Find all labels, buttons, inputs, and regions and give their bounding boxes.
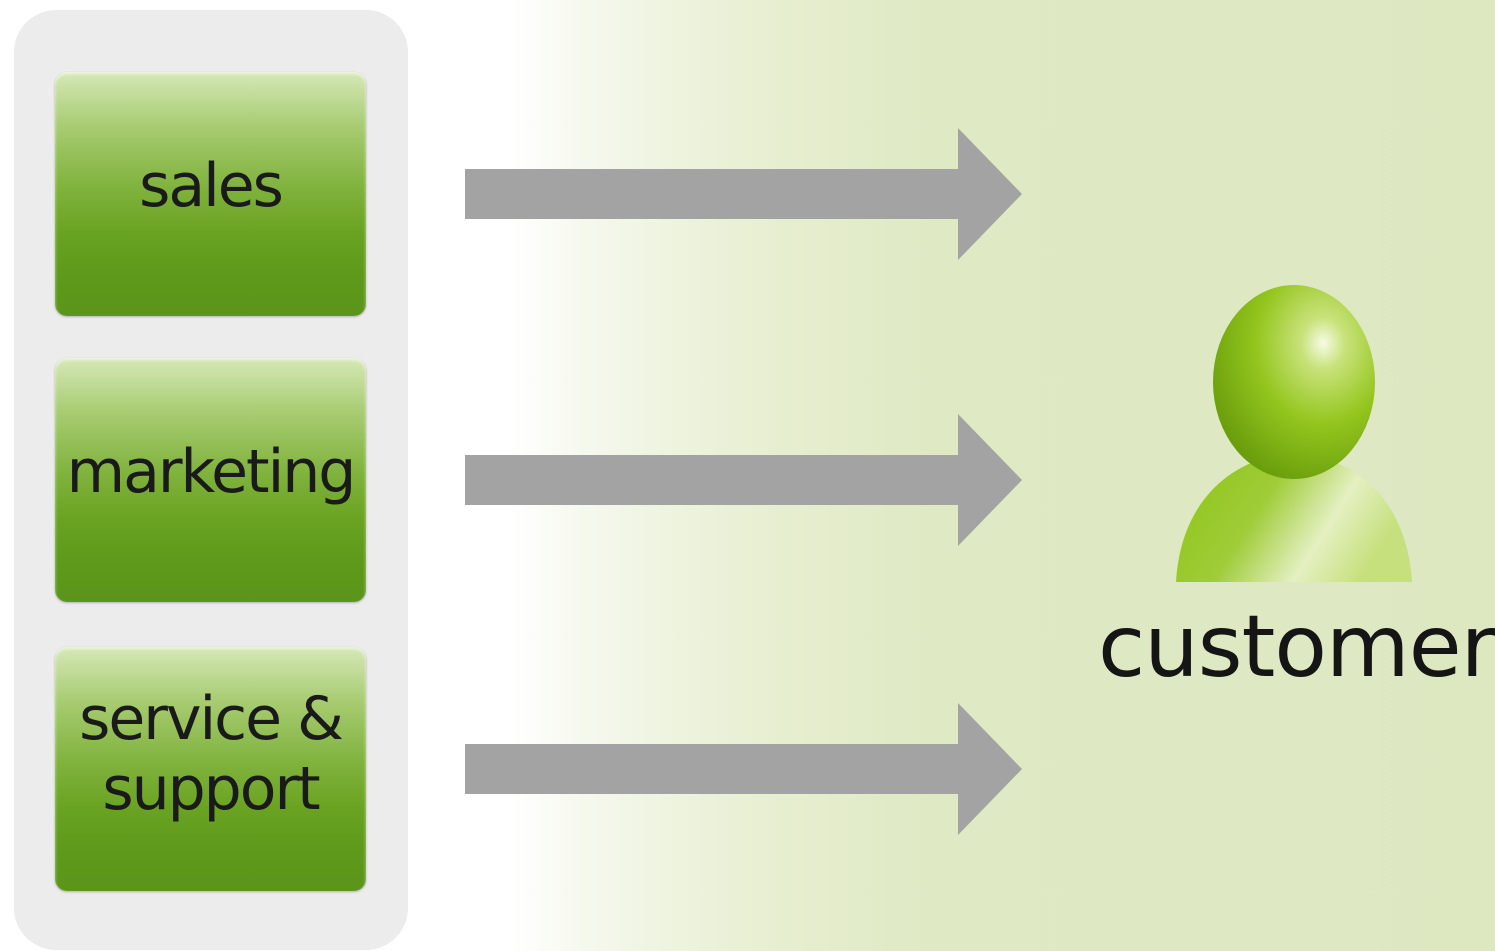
department-label-sales: sales xyxy=(139,151,284,221)
department-box-marketing: marketing xyxy=(55,358,366,602)
person-icon xyxy=(1176,285,1412,582)
department-box-sales: sales xyxy=(55,72,366,316)
arrow-sales-to-customer xyxy=(465,128,1022,260)
person-body-shape xyxy=(1176,452,1412,582)
person-head-shape xyxy=(1213,285,1375,479)
department-label-marketing: marketing xyxy=(66,437,357,507)
department-label-service-line2: support xyxy=(102,754,320,824)
department-label-service-line1: service & xyxy=(79,684,344,754)
department-box-service-support: service & support xyxy=(55,647,366,891)
arrow-service-to-customer xyxy=(465,703,1022,835)
customer-label: customer xyxy=(1098,597,1495,697)
arrow-marketing-to-customer xyxy=(465,414,1022,546)
